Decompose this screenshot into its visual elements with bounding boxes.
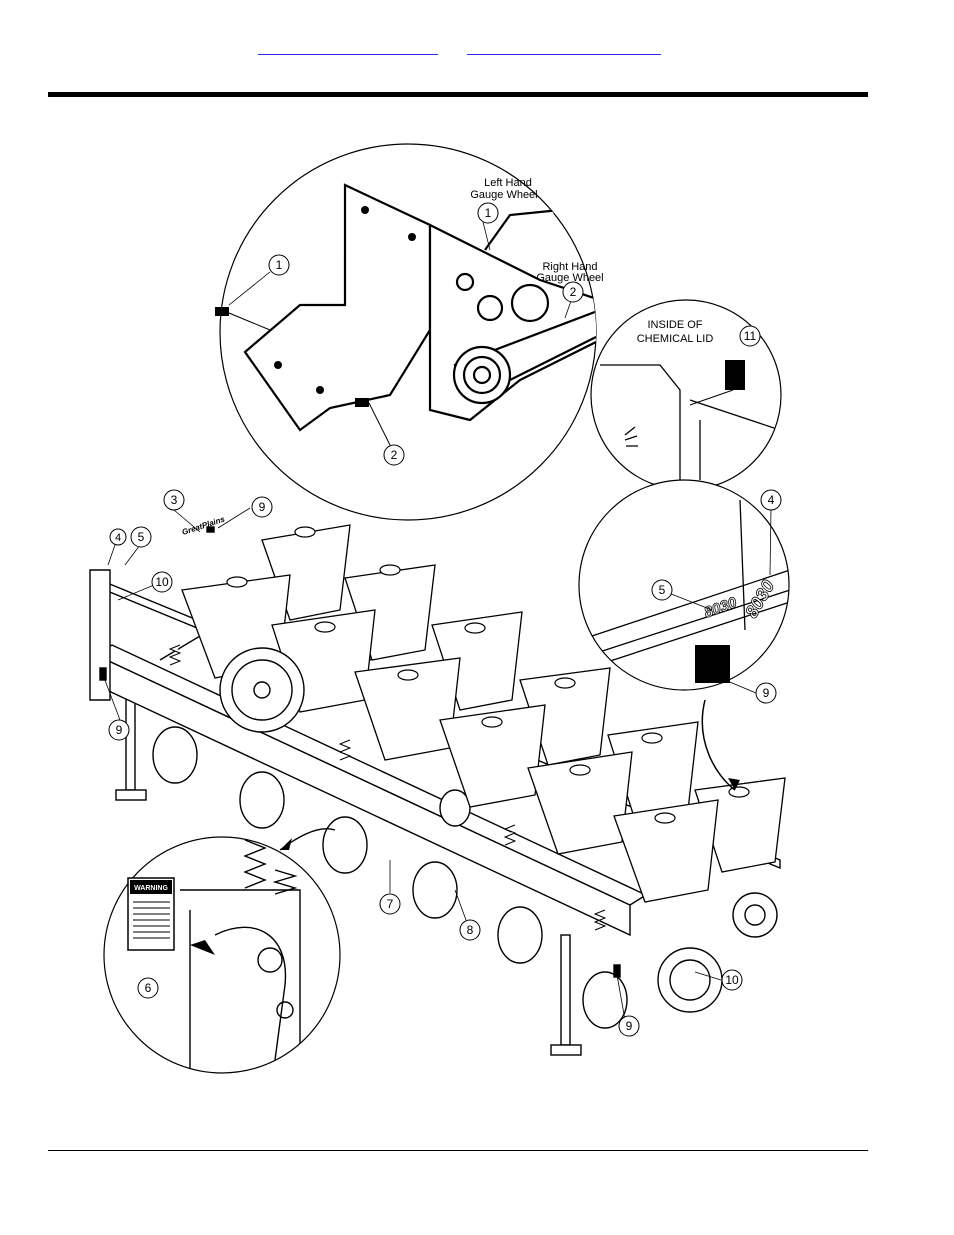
callout-9: 9 (763, 686, 770, 700)
warning-decal-title: WARNING (134, 885, 168, 892)
planter-main-view (89, 524, 786, 1056)
header-link-right[interactable] (467, 42, 661, 55)
callout-9: 9 (116, 723, 123, 737)
callout-1: 1 (276, 258, 283, 272)
label-left-hand-2: Gauge Wheel (470, 189, 537, 201)
label-inside-of: INSIDE OF (647, 319, 702, 331)
callout-2: 2 (391, 448, 398, 462)
label-left-hand-1: Left Hand (484, 177, 532, 189)
label-right-hand-2: Gauge Wheel (536, 272, 603, 284)
callout-7: 7 (387, 897, 394, 911)
callout-3: 3 (171, 493, 178, 507)
callout-4: 4 (768, 493, 775, 507)
detail-chemical-lid: INSIDE OF CHEMICAL LID (590, 299, 782, 491)
callout-10: 10 (725, 973, 739, 987)
planter-brand-decal: GreatPlains (181, 514, 227, 536)
footer-rule (48, 1150, 868, 1151)
callout-4: 4 (115, 532, 121, 544)
callout-6: 6 (145, 981, 152, 995)
callout-2: 2 (570, 285, 577, 299)
callout-10: 10 (155, 575, 169, 589)
planter-decal-illustration: GreatPlains Left Hand Gauge Wheel (89, 143, 790, 1074)
callout-9: 9 (259, 500, 266, 514)
callout-9: 9 (626, 1019, 633, 1033)
callout-8: 8 (467, 923, 474, 937)
detail-warning-decal: WARNING (103, 828, 341, 1074)
label-chemical-lid: CHEMICAL LID (637, 333, 714, 345)
callout-5: 5 (138, 530, 145, 544)
detail-model-decals: 8030 8030 (578, 479, 790, 791)
detail-gauge-wheel-arms: Left Hand Gauge Wheel Right Hand Gauge W… (215, 143, 604, 521)
callout-5: 5 (659, 583, 666, 597)
callout-11: 11 (744, 329, 757, 343)
callout-1: 1 (485, 206, 492, 220)
header-rule (48, 92, 868, 97)
label-right-hand-1: Right Hand (542, 261, 597, 273)
header-link-left[interactable] (258, 42, 438, 55)
